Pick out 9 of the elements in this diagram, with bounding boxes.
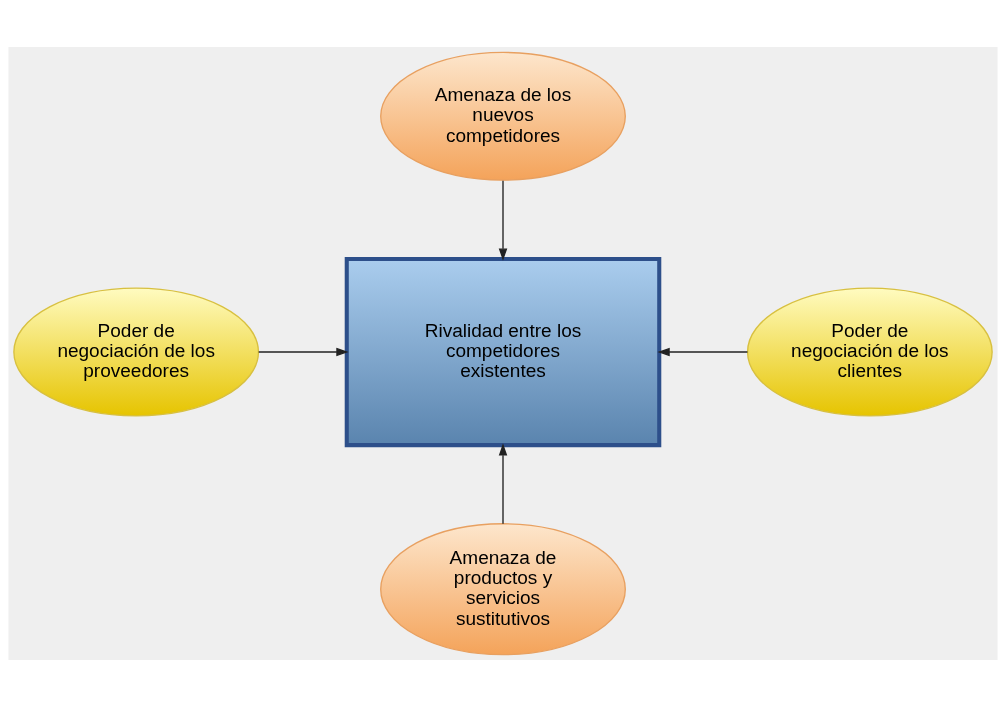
node-ellipse: Poder de negociación de los proveedores xyxy=(13,287,260,417)
node-box: Rivalidad entre los competidores existentes xyxy=(344,256,662,448)
arrow xyxy=(498,443,508,525)
node-ellipse: Amenaza de productos y servicios sustitutivos xyxy=(380,523,626,656)
arrow xyxy=(657,347,749,357)
node-ellipse: Amenaza de los nuevos competidores xyxy=(380,51,626,181)
arrow xyxy=(258,347,349,357)
arrow xyxy=(498,180,508,261)
node-ellipse: Poder de negociación de los clientes xyxy=(746,287,993,417)
